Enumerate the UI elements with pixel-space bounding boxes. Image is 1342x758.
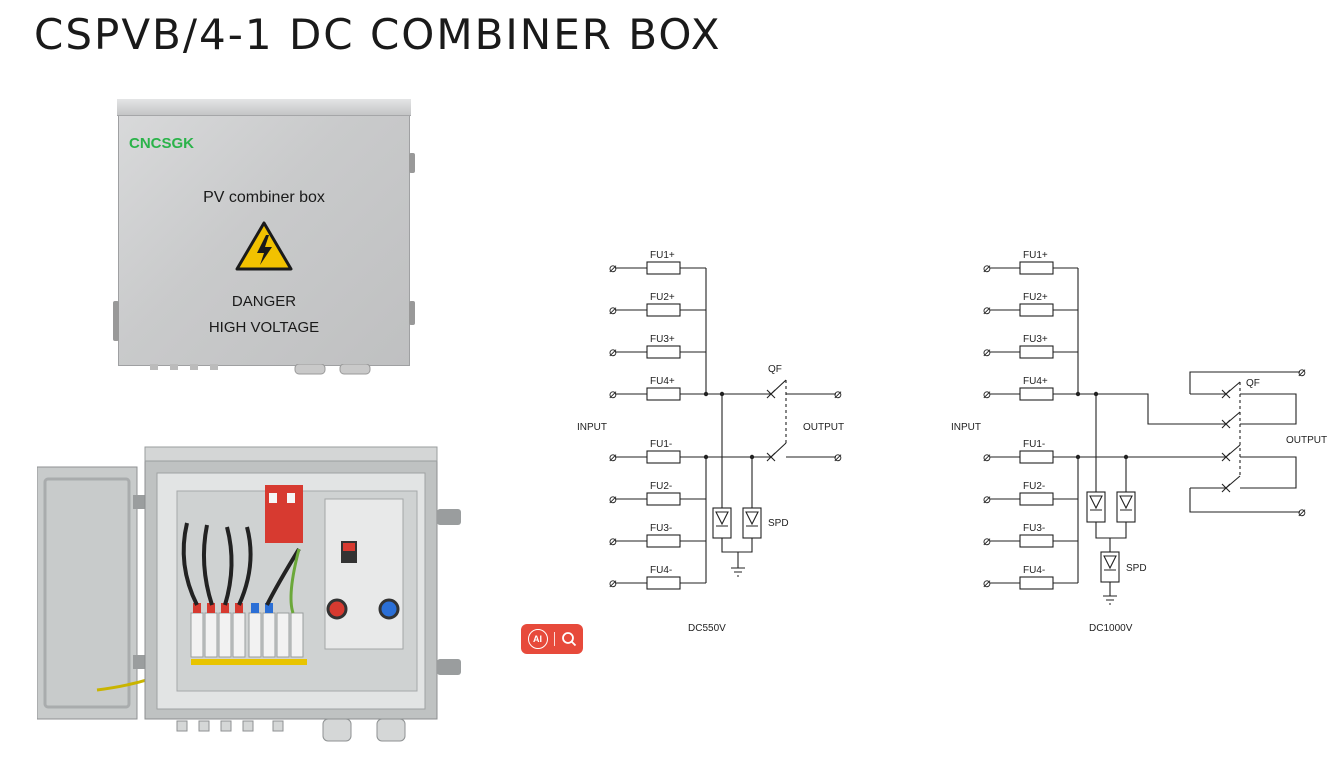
- fuse-label: FU2-: [1023, 481, 1045, 492]
- high-voltage-warning-icon: [235, 221, 293, 271]
- svg-text:⌀: ⌀: [609, 449, 617, 464]
- danger-text: DANGER HIGH VOLTAGE: [119, 289, 409, 341]
- ai-search-button[interactable]: AI: [521, 624, 583, 654]
- voltage-caption: DC550V: [688, 623, 726, 634]
- fuse-label: FU1-: [1023, 439, 1045, 450]
- spd-label: SPD: [1126, 563, 1147, 574]
- svg-text:⌀: ⌀: [834, 386, 842, 401]
- breaker-label: QF: [768, 364, 782, 375]
- brand-logo: CNCSGK: [129, 135, 195, 152]
- wiring-diagram-dc1000v: ⌀ ⌀ ⌀ ⌀ ⌀ ⌀ ⌀ ⌀ ⌀ ⌀ FU1+ FU2+ FU3+ FU4+ FU1- FU…: [951, 250, 1327, 634]
- divider: [553, 632, 555, 646]
- svg-text:⌀: ⌀: [983, 302, 991, 317]
- svg-text:⌀: ⌀: [609, 533, 617, 548]
- fuse-label: FU1-: [650, 439, 672, 450]
- input-label: INPUT: [951, 422, 981, 433]
- breaker-label: QF: [1246, 378, 1260, 389]
- box-label: PV combiner box: [203, 189, 325, 206]
- page-title: CSPVB/4-1 DC COMBINER BOX: [34, 10, 722, 59]
- svg-text:⌀: ⌀: [983, 491, 991, 506]
- svg-text:⌀: ⌀: [983, 533, 991, 548]
- svg-text:⌀: ⌀: [609, 386, 617, 401]
- fuse-label: FU3-: [650, 523, 672, 534]
- danger-line-2: HIGH VOLTAGE: [208, 319, 320, 336]
- svg-text:⌀: ⌀: [1298, 504, 1306, 519]
- fuse-label: FU2+: [650, 292, 675, 303]
- box-lid: [117, 99, 411, 116]
- spd-label: SPD: [768, 518, 789, 529]
- svg-text:⌀: ⌀: [834, 449, 842, 464]
- svg-text:⌀: ⌀: [609, 575, 617, 590]
- fuse-label: FU4-: [1023, 565, 1045, 576]
- danger-line-1: DANGER: [231, 293, 297, 310]
- svg-text:⌀: ⌀: [983, 449, 991, 464]
- voltage-caption: DC1000V: [1089, 623, 1133, 634]
- fuse-label: FU3+: [1023, 334, 1048, 345]
- fuse-label: FU4-: [650, 565, 672, 576]
- output-label: OUTPUT: [1286, 435, 1327, 446]
- fuse-label: FU2+: [1023, 292, 1048, 303]
- fuse-label: FU4+: [1023, 376, 1048, 387]
- output-label: OUTPUT: [803, 422, 844, 433]
- svg-text:⌀: ⌀: [983, 575, 991, 590]
- svg-text:⌀: ⌀: [1298, 364, 1306, 379]
- svg-text:⌀: ⌀: [983, 386, 991, 401]
- wiring-diagram-dc550v: ⌀ ⌀ ⌀ ⌀ ⌀ ⌀ ⌀ ⌀ ⌀ ⌀ FU1+ FU2+ FU3+ FU4+ FU1- FU…: [577, 250, 844, 634]
- open-box-photo: [37, 446, 461, 742]
- fuse-label: FU1+: [650, 250, 675, 261]
- svg-text:⌀: ⌀: [983, 344, 991, 359]
- fuse-label: FU4+: [650, 376, 675, 387]
- svg-text:⌀: ⌀: [609, 344, 617, 359]
- fuse-label: FU1+: [1023, 250, 1048, 261]
- fuse-label: FU3+: [650, 334, 675, 345]
- fuse-label: FU3-: [1023, 523, 1045, 534]
- search-icon: [561, 632, 576, 647]
- ai-icon: AI: [527, 629, 548, 649]
- svg-text:⌀: ⌀: [609, 491, 617, 506]
- fuse-label: FU2-: [650, 481, 672, 492]
- svg-text:⌀: ⌀: [609, 302, 617, 317]
- svg-text:⌀: ⌀: [983, 260, 991, 275]
- svg-text:⌀: ⌀: [609, 260, 617, 275]
- cable-glands: [150, 364, 371, 375]
- closed-box-photo: CNCSGK PV combiner box DANGER HIGH VOLTA…: [113, 99, 415, 366]
- input-label: INPUT: [577, 422, 607, 433]
